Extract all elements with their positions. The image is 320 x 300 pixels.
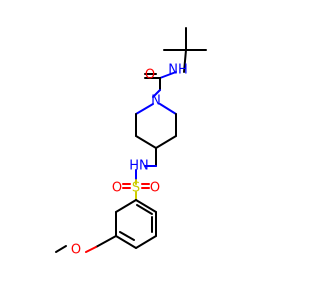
amide-nh-label: NH bbox=[168, 63, 188, 78]
bond bbox=[55, 245, 67, 253]
atom-labels: NH O N HN S O O O bbox=[71, 63, 188, 258]
bond bbox=[135, 235, 157, 249]
bond bbox=[135, 199, 157, 213]
bond bbox=[152, 89, 161, 98]
bond bbox=[183, 49, 187, 73]
sulfur-label: S bbox=[132, 181, 140, 196]
bond bbox=[95, 235, 117, 248]
bond bbox=[119, 231, 135, 241]
bond bbox=[135, 103, 154, 115]
bond bbox=[159, 71, 177, 79]
benzene-ring bbox=[115, 199, 157, 249]
linker bbox=[144, 147, 157, 167]
bond bbox=[155, 135, 177, 149]
sulfonamide-nh-label: HN bbox=[129, 159, 149, 174]
bond bbox=[115, 235, 137, 249]
bond bbox=[135, 135, 157, 149]
molecule-structure: NH O N HN S O O O bbox=[55, 27, 207, 258]
urea-group bbox=[144, 71, 177, 98]
bond bbox=[115, 199, 137, 213]
methoxy-oxygen-label: O bbox=[71, 243, 81, 258]
tert-butyl-group bbox=[163, 27, 207, 73]
sulfonamide-group bbox=[122, 169, 150, 201]
sulfonyl-oxygen-left-label: O bbox=[112, 181, 122, 196]
piperidine-ring bbox=[135, 103, 177, 149]
bond bbox=[136, 204, 153, 215]
bond bbox=[159, 103, 177, 115]
sulfonyl-oxygen-right-label: O bbox=[150, 181, 160, 196]
bond bbox=[85, 246, 97, 253]
ring-nitrogen-label: N bbox=[151, 94, 161, 109]
carbonyl-oxygen-label: O bbox=[145, 68, 155, 83]
methoxy-group bbox=[55, 235, 117, 253]
